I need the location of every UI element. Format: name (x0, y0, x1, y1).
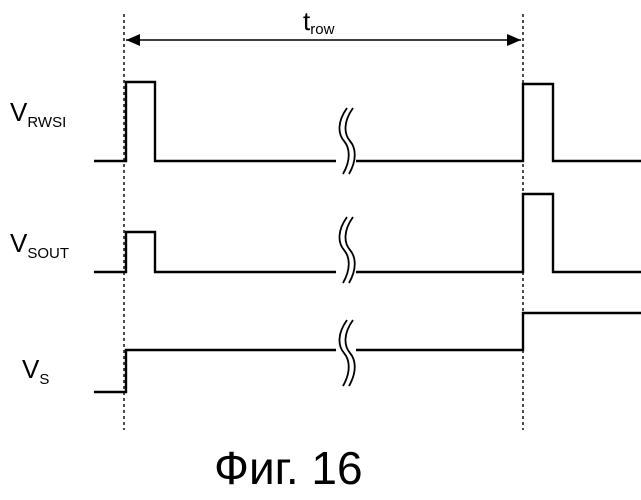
signal-rwsi-label: VRWSI (10, 97, 66, 131)
period-label: trow (303, 6, 335, 38)
figure-caption: Фиг. 16 (214, 442, 363, 494)
signal-sout-label: VSOUT (10, 228, 69, 262)
signal-s-label: VS (22, 354, 49, 388)
time-break-s (336, 320, 356, 386)
signal-sout-waveform (94, 194, 641, 272)
time-break-rwsi (336, 108, 356, 174)
signal-s-waveform (94, 313, 641, 392)
signal-rwsi-waveform (94, 82, 641, 161)
time-break-sout (336, 217, 356, 283)
